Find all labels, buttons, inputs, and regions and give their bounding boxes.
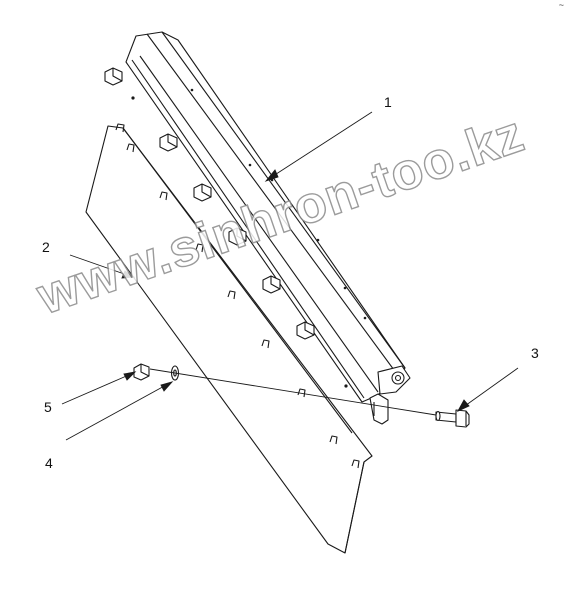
nut-icon [159, 133, 178, 152]
corner-mark: ~ [558, 0, 564, 10]
leader-lines [61, 111, 519, 441]
nut-icon [228, 227, 247, 246]
callout-2: 2 [42, 239, 50, 255]
bolt-part-3 [435, 409, 470, 428]
nut-icon [296, 321, 315, 340]
nut-part-5 [133, 363, 150, 381]
blade-plate-part-2 [85, 123, 373, 554]
blade-tabs [115, 123, 360, 469]
nut-icon [104, 67, 123, 86]
callout-3: 3 [531, 345, 539, 361]
callout-5: 5 [44, 399, 52, 415]
nut-icon [262, 275, 281, 294]
beam-profile-part-1 [125, 31, 411, 425]
beam-nuts [104, 67, 315, 340]
nut-icon [193, 183, 212, 202]
assembly-axis-line [149, 368, 437, 416]
callout-4: 4 [45, 455, 53, 471]
callout-1: 1 [384, 94, 392, 110]
